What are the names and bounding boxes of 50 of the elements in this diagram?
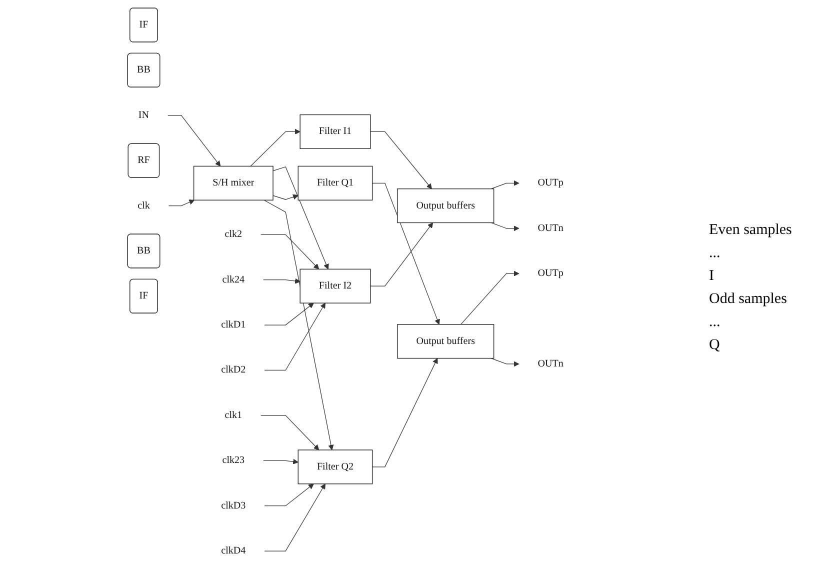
- node-text: OUTp: [538, 268, 564, 279]
- arrow: [264, 484, 326, 552]
- annotation-label: I: [709, 268, 715, 285]
- arrow: [264, 302, 326, 371]
- node-text: clk: [138, 200, 150, 211]
- node-box: [397, 188, 494, 224]
- arrow: [263, 278, 300, 284]
- node-text: clkD2: [221, 364, 246, 376]
- arrow: [460, 270, 520, 325]
- arrow: [370, 131, 432, 190]
- annotation-label: Even samples: [709, 222, 793, 239]
- annotation-label: ...: [709, 314, 722, 331]
- arrow: [372, 358, 438, 468]
- arrow: [250, 128, 300, 167]
- arrow: [168, 200, 195, 206]
- arrow: [272, 194, 298, 200]
- node-text: clk24: [222, 274, 245, 285]
- node-text: clk1: [224, 410, 242, 420]
- arrow: [272, 166, 329, 270]
- arrow: [264, 302, 314, 326]
- arrow: [263, 458, 298, 464]
- arrow: [490, 222, 520, 232]
- node-box: [300, 268, 371, 304]
- node-text: clk2: [224, 228, 242, 240]
- node-text: OUTn: [538, 358, 564, 369]
- node-box: [397, 324, 494, 359]
- arrow: [260, 234, 320, 270]
- arrow: [490, 180, 520, 190]
- node-text: clkD1: [221, 319, 246, 330]
- node-box: [298, 166, 373, 200]
- annotation-label: Q: [709, 337, 721, 354]
- node-box: [300, 114, 371, 150]
- node-text: OUTn: [538, 222, 564, 234]
- node-box: [298, 450, 373, 484]
- block-diagram: IF Filter I1 Filter I2 Output buffers OUTp OUTn BB IN S/H mixer RF clk clk2 clk24 clkD1 clkD2 Filter Q1 Filter Q2 Output buffers OUTp OUTn BB IF clk1 clk23 clkD3 clkD4: [0, 3, 701, 573]
- node-box: [193, 166, 274, 200]
- node-text: clkD3: [221, 500, 246, 511]
- node-text: IN: [138, 110, 150, 120]
- arrow: [264, 484, 314, 506]
- arrow: [168, 115, 221, 166]
- node-text: clkD4: [221, 545, 246, 556]
- arrow: [490, 358, 520, 367]
- arrow: [370, 222, 434, 286]
- node-text: OUTp: [538, 178, 564, 188]
- arrow: [260, 415, 320, 450]
- annotation-label: ...: [709, 245, 722, 262]
- annotation-label: Odd samples: [709, 291, 788, 308]
- arrow: [264, 200, 334, 450]
- arrow: [372, 182, 440, 325]
- node-text: clk23: [222, 454, 245, 466]
